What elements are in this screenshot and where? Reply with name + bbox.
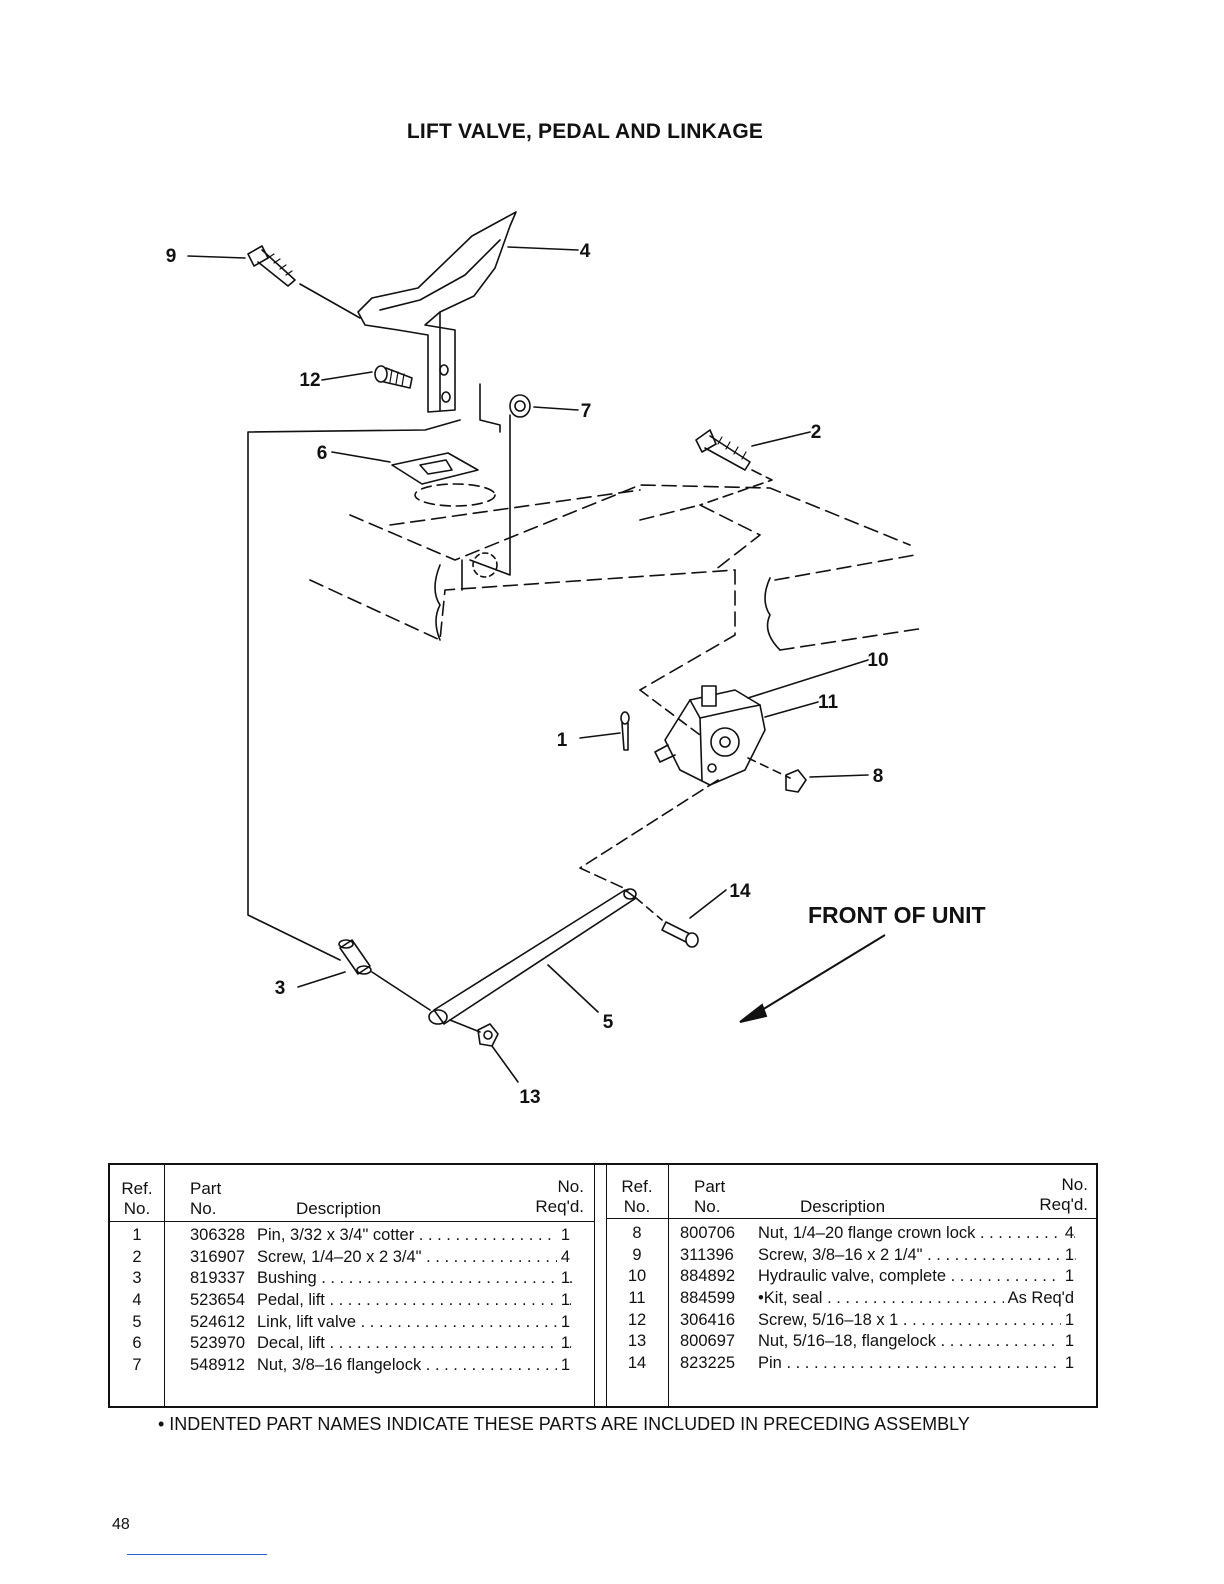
table-row: 4 523654 Pedal, lift 1 [110,1290,594,1312]
right-rows: 8 800706 Nut, 1/4–20 flange crown lock 4… [606,1223,1098,1375]
table-row: 7 548912 Nut, 3/8–16 flangelock 1 [110,1355,594,1377]
table-row: 8 800706 Nut, 1/4–20 flange crown lock 4 [606,1223,1098,1245]
front-arrow-icon [739,934,886,1023]
header-ref-right: Ref. No. [621,1177,653,1216]
parts-table: Ref. No. Part No. Description No. Req'd.… [108,1163,1098,1408]
header-part: Part No. [190,1179,222,1218]
callout-12: 12 [299,370,320,391]
frame-edge-left [434,564,441,641]
lift-pedal [357,211,517,413]
table-row: 10 884892 Hydraulic valve, complete 1 [606,1266,1098,1289]
callout-4: 4 [580,241,591,262]
header-description: Description [296,1199,382,1218]
bolt-9 [247,245,296,287]
left-rows: 1 306328 Pin, 3/32 x 3/4" cotter 1 2 316… [110,1225,594,1377]
cotter-pin-1 [620,711,630,751]
header-ref: Ref. No. [121,1179,153,1218]
frame-edge-right [764,577,781,651]
table-row: 5 524612 Link, lift valve 1 [110,1311,594,1334]
callout-6: 6 [317,443,328,464]
table-row: 11 884599 •Kit, seal As Req'd [606,1288,1098,1310]
header-part-right: Part No. [694,1177,726,1216]
callout-labels: 9 4 12 7 6 2 10 11 1 8 14 3 5 13 [166,241,889,1108]
callout-1: 1 [557,730,568,751]
callout-14: 14 [729,881,751,902]
bottom-rule [127,1554,267,1555]
callout-13: 13 [519,1087,540,1108]
callout-9: 9 [166,246,177,267]
table-row: 3 819337 Bushing 1 [110,1268,594,1291]
front-of-unit-label: FRONT OF UNIT [808,902,986,928]
callout-5: 5 [603,1012,614,1033]
pin-14 [661,921,699,948]
callout-10: 10 [867,650,888,671]
table-row: 6 523970 Decal, lift 1 [110,1333,594,1356]
parts-diagram: 9 4 12 7 6 2 10 11 1 8 14 3 5 13 [166,211,926,1108]
table-row: 9 311396 Screw, 3/8–16 x 2 1/4" 1 [606,1244,1098,1267]
header-qty: No. Req'd. [535,1177,584,1216]
footnote: • INDENTED PART NAMES INDICATE THESE PAR… [158,1414,970,1434]
nut-8 [785,769,807,793]
hydraulic-valve [654,685,766,786]
callout-7: 7 [581,401,592,422]
callout-2: 2 [811,422,822,443]
screw-12 [374,365,413,389]
decal-6 [391,452,479,485]
page-number: 48 [112,1516,130,1533]
table-row: 14 823225 Pin 1 [606,1353,1098,1375]
header-qty-right: No. Req'd. [1039,1175,1088,1214]
table-row: 13 800697 Nut, 5/16–18, flangelock 1 [606,1331,1098,1354]
table-row: 12 306416 Screw, 5/16–18 x 1 1 [606,1309,1098,1332]
frame-rail [309,484,926,691]
lift-link-5 [428,888,637,1025]
bushing-3 [338,939,372,975]
nut-7 [509,394,531,418]
header-description-right: Description [800,1197,886,1216]
table-row: 2 316907 Screw, 1/4–20 x 2 3/4" 4 [110,1246,594,1269]
callout-11: 11 [818,692,839,713]
nut-13 [477,1023,499,1047]
table-row: 1 306328 Pin, 3/32 x 3/4" cotter 1 [110,1225,594,1247]
bolt-2 [695,429,751,471]
callout-8: 8 [873,766,884,787]
page-title: LIFT VALVE, PEDAL AND LINKAGE [406,120,764,143]
callout-3: 3 [275,978,286,999]
